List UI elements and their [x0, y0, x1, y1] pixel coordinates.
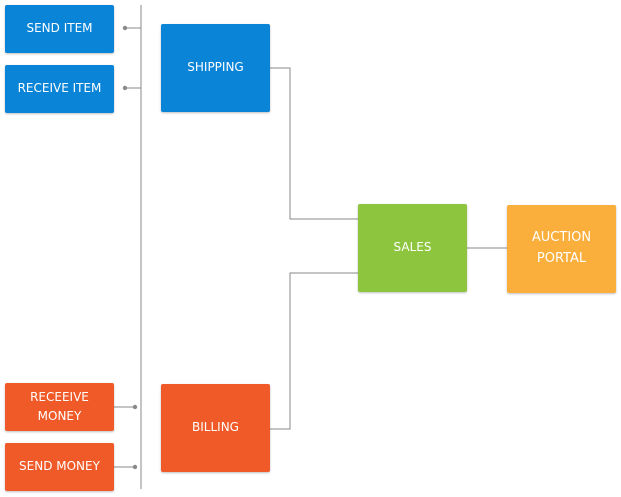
billing-sales-connector — [270, 272, 358, 430]
auction-portal-label-line1: AUCTION — [531, 230, 592, 246]
auction-portal-label-line2: PORTAL — [536, 251, 587, 266]
receive-item-connector-dot — [122, 85, 128, 91]
billing-label: BILLING — [192, 420, 239, 435]
send-item-node[interactable]: SEND ITEM — [5, 5, 114, 53]
auction-portal-node[interactable]: AUCTION PORTAL — [507, 205, 616, 293]
send-money-node[interactable]: SEND MONEY — [5, 443, 114, 491]
receive-item-label: RECEIVE ITEM — [17, 81, 102, 96]
send-item-connector-dot — [122, 25, 128, 31]
receive-item-node[interactable]: RECEIVE ITEM — [5, 65, 114, 113]
send-money-connector-dot — [132, 464, 138, 470]
sales-label: SALES — [393, 240, 432, 255]
receive-money-node[interactable]: RECEEIVE MONEY — [5, 383, 114, 431]
billing-node[interactable]: BILLING — [161, 384, 270, 472]
sales-node[interactable]: SALES — [358, 204, 467, 292]
receive-money-label: RECEEIVE MONEY — [30, 389, 89, 423]
send-money-label: SEND MONEY — [19, 459, 100, 474]
shipping-sales-connector — [270, 67, 358, 220]
shipping-label: SHIPPING — [187, 60, 244, 75]
send-item-label: SEND ITEM — [26, 21, 93, 36]
shipping-node[interactable]: SHIPPING — [161, 24, 270, 112]
receive-money-connector-dot — [132, 404, 138, 410]
